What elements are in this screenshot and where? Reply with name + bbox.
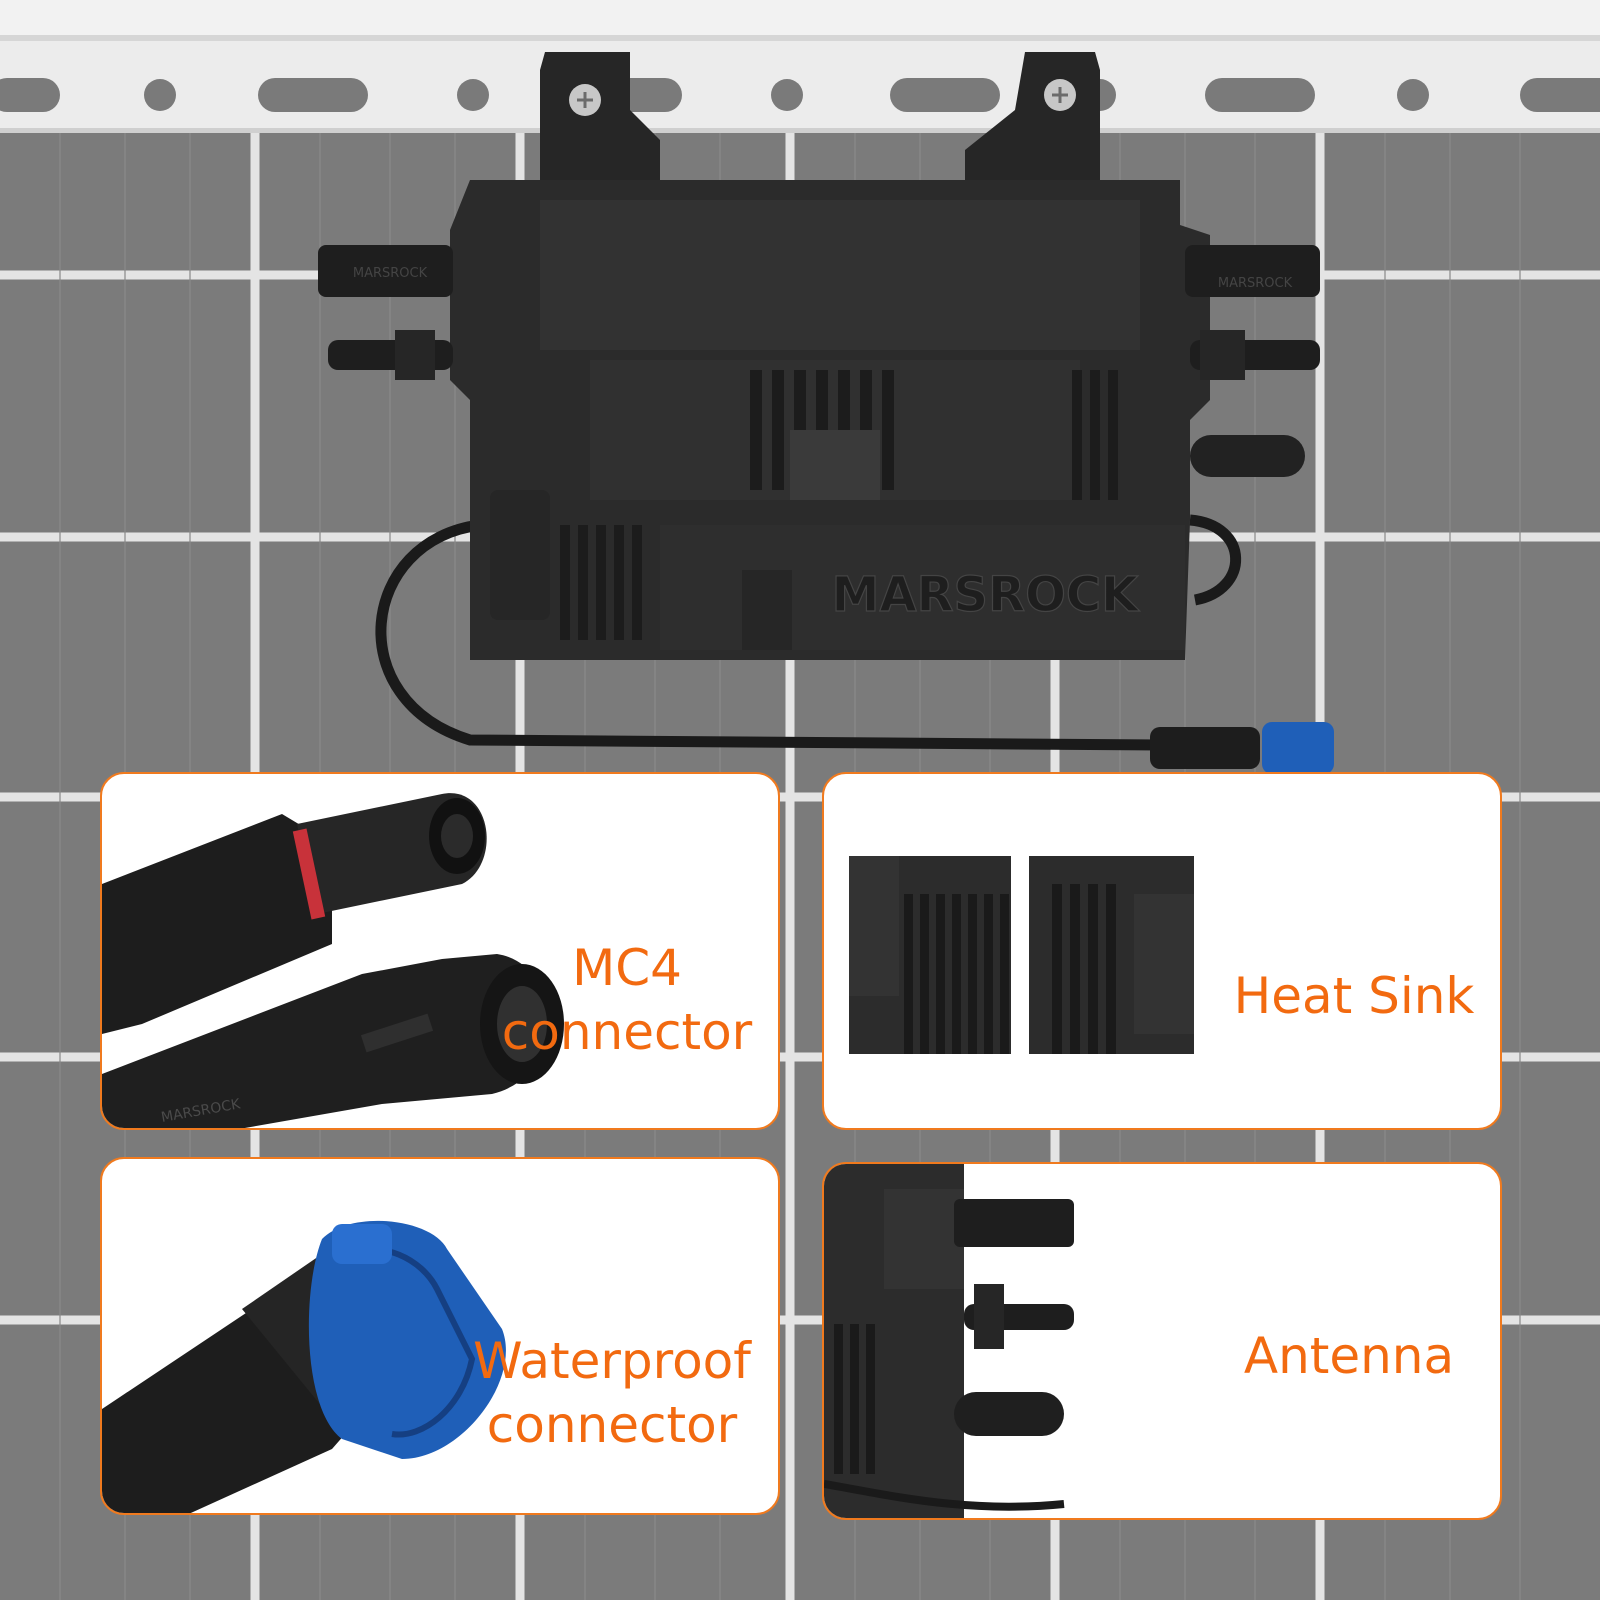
- waterproof-plug: [1150, 722, 1334, 774]
- heat-sink-image: [849, 856, 1194, 1054]
- mc4-lead-left: MARSROCK: [318, 245, 453, 380]
- heat-sink-label: Heat Sink: [1219, 964, 1489, 1028]
- brand-logo: MARSROCK: [832, 567, 1140, 623]
- antenna-image: [824, 1164, 1074, 1518]
- mc4-lead-right: MARSROCK: [1185, 245, 1320, 380]
- mounting-bracket-right: [965, 52, 1100, 190]
- antenna-label-line1: Antenna: [1243, 1327, 1455, 1385]
- card-heat-sink: Heat Sink: [822, 772, 1502, 1130]
- antenna-mc4-top: [954, 1199, 1074, 1247]
- waterproof-connector-image: [102, 1220, 506, 1513]
- mc4-marking-right: MARSROCK: [1218, 276, 1293, 291]
- mc4-marking-left: MARSROCK: [353, 266, 428, 281]
- mc4-label-line1: MC4: [572, 939, 682, 997]
- heat-sink-closeup-left: [849, 856, 1011, 1054]
- mc4-label-line2: connector: [501, 1003, 753, 1061]
- waterproof-cap: [308, 1220, 506, 1459]
- mc4-connector-image: MARSROCK: [102, 793, 564, 1128]
- waterproof-connector-label: Waterproof connector: [457, 1329, 767, 1457]
- card-waterproof-connector: Waterproof connector: [100, 1157, 780, 1515]
- antenna: [1190, 435, 1305, 477]
- card-mc4-connector: MARSROCK MC4 connector: [100, 772, 780, 1130]
- waterproof-label-line2: connector: [486, 1396, 738, 1454]
- antenna-label: Antenna: [1214, 1324, 1484, 1388]
- heat-sink-label-line1: Heat Sink: [1233, 967, 1475, 1025]
- mounting-rail: [0, 0, 1600, 133]
- waterproof-label-line1: Waterproof: [473, 1332, 751, 1390]
- heat-sink-closeup-right: [1029, 856, 1194, 1054]
- antenna-rod: [954, 1392, 1064, 1436]
- antenna-mc4-bottom: [964, 1284, 1074, 1349]
- ac-cable: [375, 519, 1161, 751]
- mounting-bracket-left: [540, 52, 660, 190]
- card-antenna: Antenna: [822, 1162, 1502, 1520]
- inverter-housing: MARSROCK: [450, 180, 1210, 660]
- mc4-connector-label: MC4 connector: [482, 936, 772, 1064]
